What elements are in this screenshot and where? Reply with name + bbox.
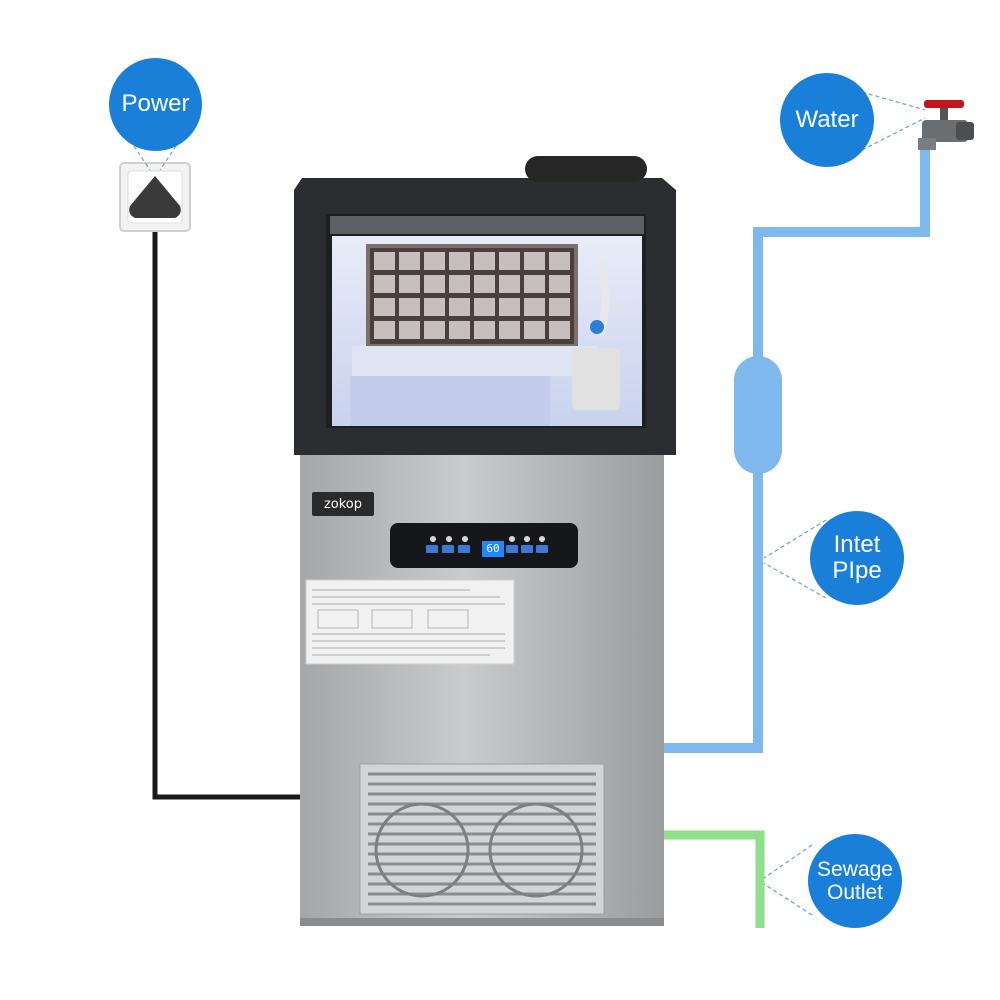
inlet-label-line2: PIpe [832,557,882,584]
ice-cube-cell [474,252,495,270]
ice-cube-cell [399,321,420,339]
ice-cube-cell [549,252,570,270]
ice-cube-cell [399,252,420,270]
ice-cube-cell [449,252,470,270]
ice-cube-cell [424,252,445,270]
vent-grille [359,763,605,915]
evaporator-grid [366,244,578,348]
ice-cube-cell [524,275,545,293]
water-label: Water [780,73,874,167]
ice-machine [294,156,676,926]
instruction-sheet [305,579,515,665]
ice-cube-cell [474,298,495,316]
ice-cube-cell [374,252,395,270]
ice-cube-cell [374,321,395,339]
pointer-lines [129,91,926,916]
ice-cube-cell [424,298,445,316]
sewage-label-line1: Sewage [817,857,893,881]
ice-cube-cell [374,275,395,293]
ice-cube-cell [424,321,445,339]
ice-cube-cell [399,298,420,316]
ice-cube-cell [499,252,520,270]
brand-logo: zokop [312,492,374,516]
inlet-pipe-label: Intet PIpe [810,511,904,605]
sewage-outlet-label: Sewage Outlet [808,834,902,928]
ice-cube-cell [374,298,395,316]
ice-cube-cell [549,298,570,316]
sewage-pipe [662,830,765,928]
ice-cube-cell [424,275,445,293]
temperature-display: 60 [482,541,504,557]
ice-cube-cell [449,275,470,293]
ice-cube-cell [449,298,470,316]
ice-cube-cell [524,298,545,316]
ice-cube-cell [524,252,545,270]
ice-cube-cell [549,275,570,293]
ice-cube-cell [449,321,470,339]
ice-cube-cell [474,321,495,339]
ice-cube-cell [499,298,520,316]
wall-socket-icon [119,162,191,232]
control-buttons [430,536,545,542]
ice-cube-cell [549,321,570,339]
power-label: Power [109,58,202,151]
ice-cube-cell [524,321,545,339]
ice-cube-cell [474,275,495,293]
inlet-pipe [662,150,930,753]
inlet-label-line1: Intet [833,530,881,558]
power-cord [152,218,302,800]
ice-cube-cell [499,321,520,339]
sewage-label-line2: Outlet [826,881,884,904]
ice-cube-cell [399,275,420,293]
power-label-text: Power [121,90,190,118]
water-tap-icon [918,100,974,150]
ice-cube-cell [499,275,520,293]
water-label-text: Water [795,105,859,133]
